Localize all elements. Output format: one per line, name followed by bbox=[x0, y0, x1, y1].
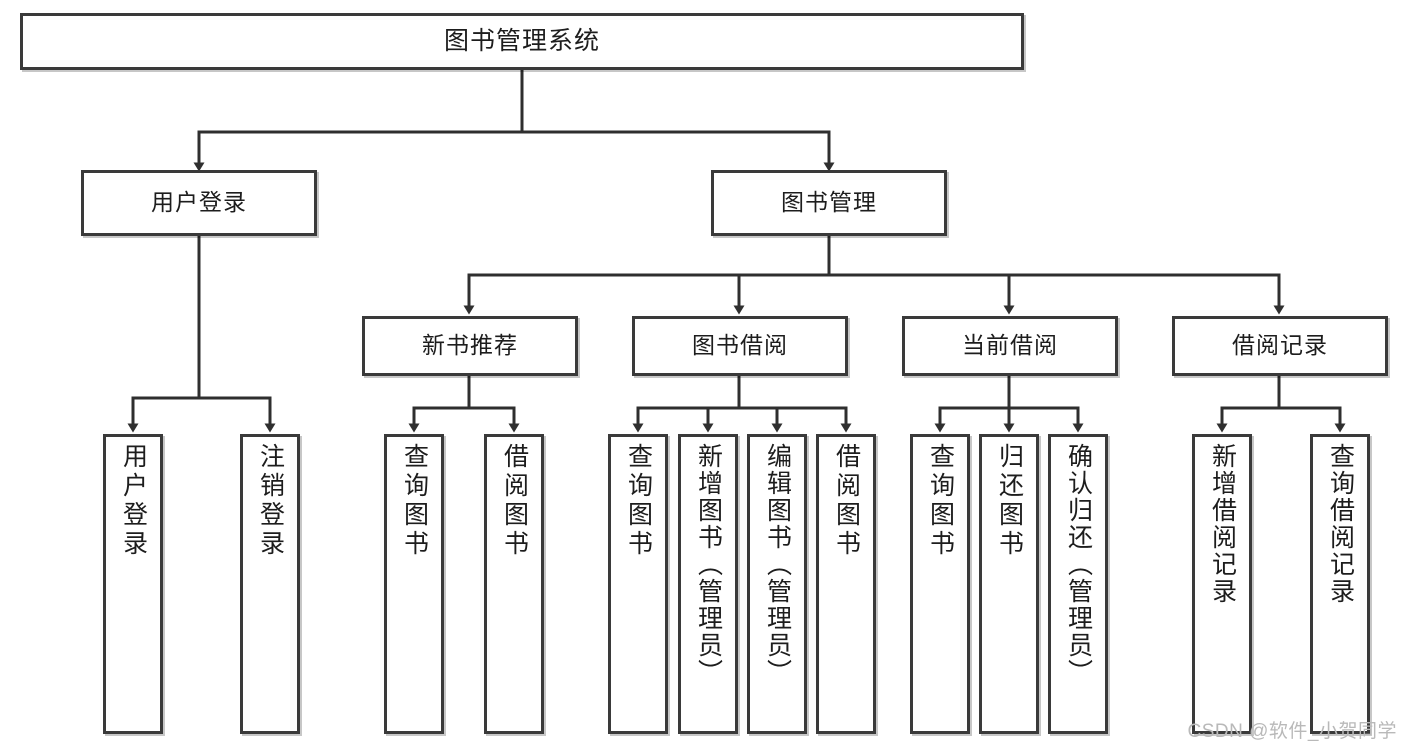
node-borrow-record-label: 借阅记录 bbox=[1232, 332, 1328, 359]
leaf-label: 查询图书 bbox=[400, 443, 429, 559]
leaf-label: 编辑图书（管理员） bbox=[763, 443, 792, 686]
leaf-label: 归还图书 bbox=[995, 443, 1024, 559]
node-root[interactable]: 图书管理系统 bbox=[20, 13, 1024, 70]
leaf-label: 查询图书 bbox=[926, 443, 955, 559]
leaf-book-borrow-add-book-admin[interactable]: 新增图书（管理员） bbox=[678, 434, 738, 734]
node-book-management-label: 图书管理 bbox=[781, 189, 877, 216]
watermark: CSDN @软件_小贺同学 bbox=[1187, 721, 1397, 742]
node-root-label: 图书管理系统 bbox=[443, 26, 600, 55]
node-new-book-recommend-label: 新书推荐 bbox=[422, 332, 518, 359]
leaf-book-borrow-edit-book-admin[interactable]: 编辑图书（管理员） bbox=[747, 434, 807, 734]
node-current-borrow[interactable]: 当前借阅 bbox=[902, 316, 1118, 376]
leaf-label: 注销登录 bbox=[256, 443, 285, 559]
leaf-borrow-record-add-record[interactable]: 新增借阅记录 bbox=[1192, 434, 1252, 734]
leaf-label: 新增图书（管理员） bbox=[694, 443, 723, 686]
leaf-label: 用户登录 bbox=[119, 443, 148, 559]
node-book-management[interactable]: 图书管理 bbox=[711, 170, 947, 236]
leaf-new-book-query-book[interactable]: 查询图书 bbox=[384, 434, 444, 734]
leaf-new-book-borrow-book[interactable]: 借阅图书 bbox=[484, 434, 544, 734]
node-borrow-record[interactable]: 借阅记录 bbox=[1172, 316, 1388, 376]
leaf-label: 确认归还（管理员） bbox=[1064, 443, 1093, 686]
leaf-label: 查询图书 bbox=[624, 443, 653, 559]
node-user-login-label: 用户登录 bbox=[151, 189, 247, 216]
leaf-book-borrow-query-book[interactable]: 查询图书 bbox=[608, 434, 668, 734]
node-current-borrow-label: 当前借阅 bbox=[962, 332, 1058, 359]
node-book-borrow-label: 图书借阅 bbox=[692, 332, 788, 359]
leaf-current-borrow-query-book[interactable]: 查询图书 bbox=[910, 434, 970, 734]
leaf-label: 新增借阅记录 bbox=[1208, 443, 1237, 605]
node-book-borrow[interactable]: 图书借阅 bbox=[632, 316, 848, 376]
leaf-user-login-logout[interactable]: 注销登录 bbox=[240, 434, 300, 734]
leaf-book-borrow-borrow-book[interactable]: 借阅图书 bbox=[816, 434, 876, 734]
leaf-label: 查询借阅记录 bbox=[1326, 443, 1355, 605]
leaf-label: 借阅图书 bbox=[832, 443, 861, 559]
leaf-user-login-login[interactable]: 用户登录 bbox=[103, 434, 163, 734]
leaf-label: 借阅图书 bbox=[500, 443, 529, 559]
node-user-login[interactable]: 用户登录 bbox=[81, 170, 317, 236]
leaf-current-borrow-confirm-return-admin[interactable]: 确认归还（管理员） bbox=[1048, 434, 1108, 734]
leaf-borrow-record-query-record[interactable]: 查询借阅记录 bbox=[1310, 434, 1370, 734]
node-new-book-recommend[interactable]: 新书推荐 bbox=[362, 316, 578, 376]
leaf-current-borrow-return-book[interactable]: 归还图书 bbox=[979, 434, 1039, 734]
